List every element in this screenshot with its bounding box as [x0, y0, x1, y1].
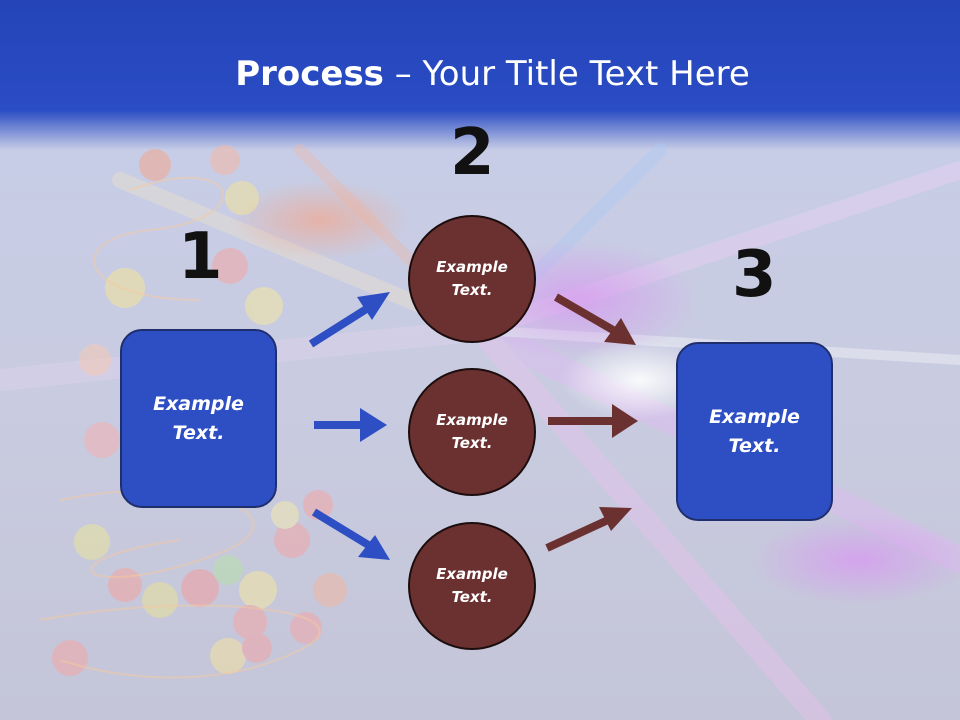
- arrow-down-right-brown: [553, 293, 636, 345]
- slide-title: Process – Your Title Text Here: [0, 52, 960, 96]
- step-number-2: 2: [450, 116, 495, 190]
- step-3-text: Example Text.: [709, 405, 800, 457]
- step-2-text-middle: Example Text.: [436, 411, 508, 452]
- step-2-circle-middle: Example Text.: [408, 368, 536, 496]
- title-rest: – Your Title Text Here: [383, 54, 750, 94]
- title-bold: Process: [235, 54, 384, 94]
- arrow-up-right-brown: [545, 507, 632, 552]
- step-1-text: Example Text.: [153, 392, 244, 444]
- step-3-box: Example Text.: [676, 342, 833, 521]
- step-2-text-top: Example Text.: [436, 258, 508, 299]
- step-1-box: Example Text.: [120, 329, 277, 508]
- step-2-circle-top: Example Text.: [408, 215, 536, 343]
- arrow-right-blue: [314, 408, 387, 442]
- step-number-3: 3: [732, 238, 777, 312]
- step-2-circle-bottom: Example Text.: [408, 522, 536, 650]
- arrow-up-right-blue: [308, 292, 390, 348]
- arrow-right-brown: [548, 404, 638, 438]
- step-2-text-bottom: Example Text.: [436, 565, 508, 606]
- arrow-down-right-blue: [311, 508, 390, 560]
- step-number-1: 1: [178, 220, 223, 294]
